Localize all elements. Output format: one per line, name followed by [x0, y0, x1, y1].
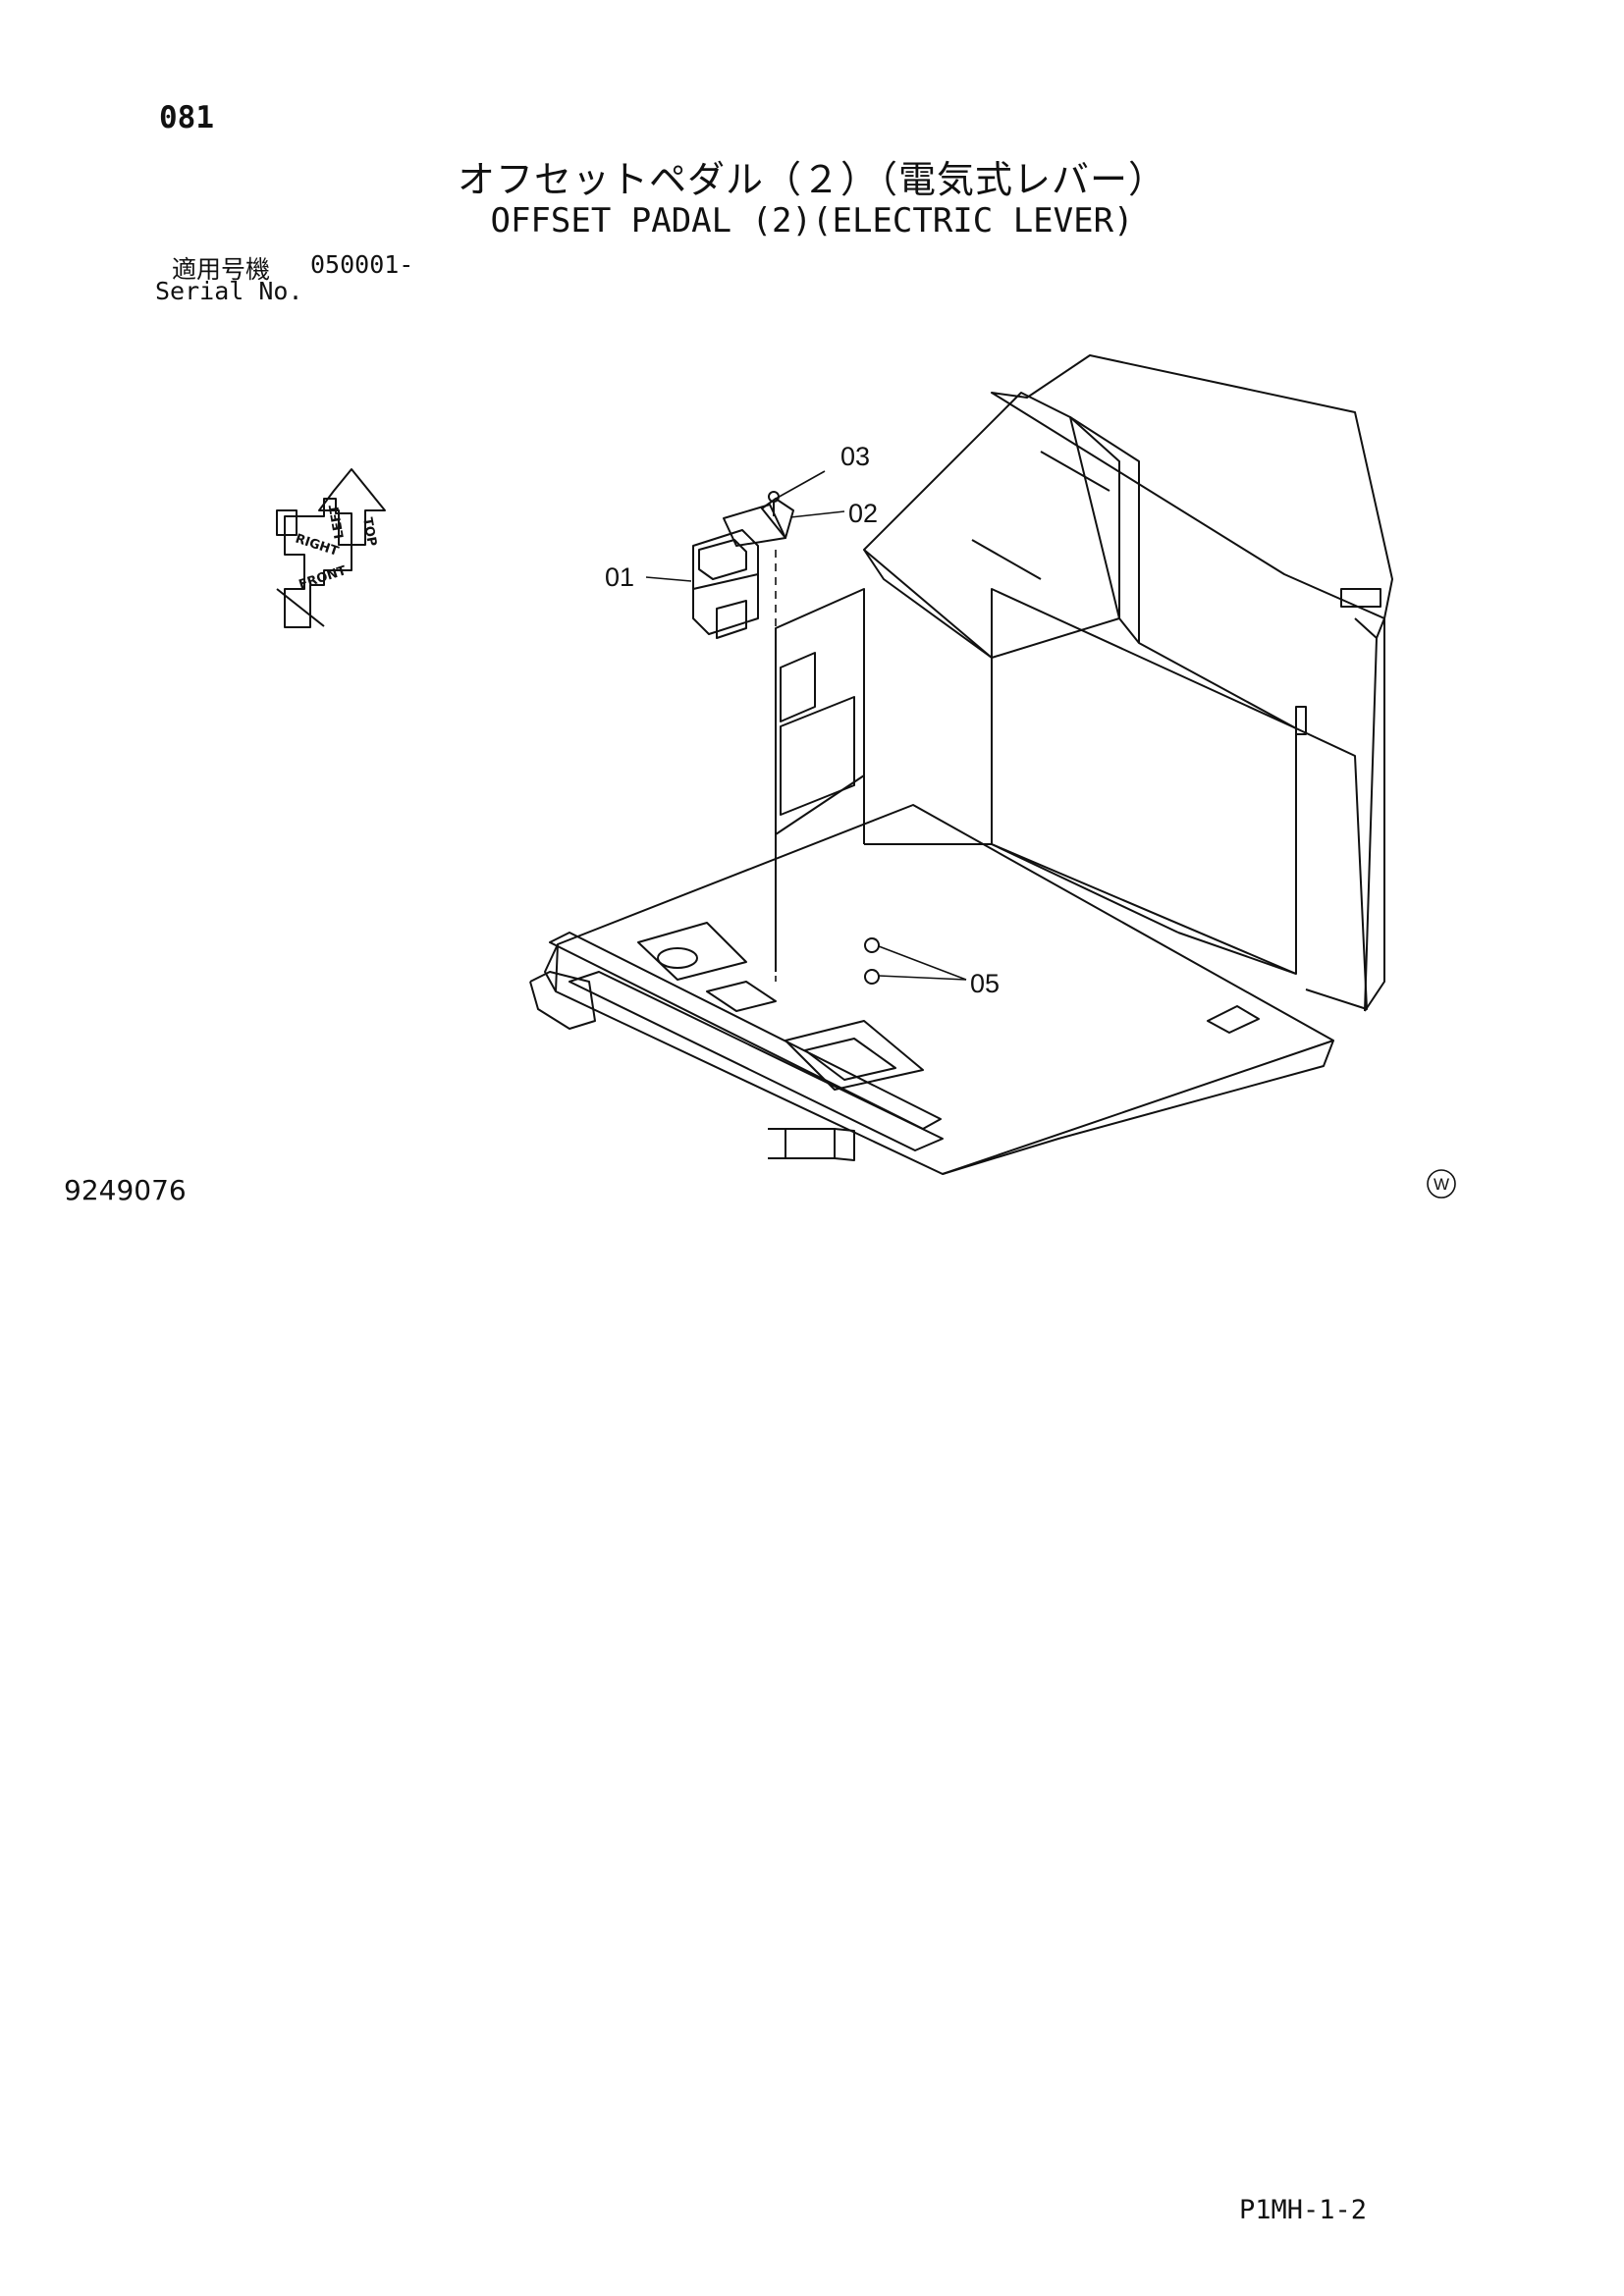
serial-label-japanese: 適用号機: [172, 255, 271, 284]
page-number: 081: [159, 100, 214, 135]
exploded-parts-diagram: TOP LEFT RIGHT FRONT: [276, 354, 1393, 1175]
callout-05: 05: [970, 969, 1000, 998]
callout-02: 02: [848, 499, 878, 528]
drawing-number: 9249076: [64, 1174, 187, 1206]
orientation-indicator-icon: TOP LEFT RIGHT FRONT: [276, 468, 386, 628]
serial-label-english: Serial No.: [155, 277, 303, 305]
part-05-nuts: [864, 937, 880, 985]
orientation-label-left: LEFT: [327, 504, 348, 540]
callout-01: 01: [605, 562, 634, 592]
callout-03: 03: [840, 442, 870, 471]
orientation-label-top: TOP: [359, 516, 379, 548]
part-01-switch: [692, 529, 759, 639]
circled-w-mark-icon: W: [1427, 1169, 1456, 1199]
part-02-plate: [723, 498, 794, 547]
cab-floor-frame: [529, 354, 1393, 1175]
page-title-english: OFFSET PADAL (2)(ELECTRIC LEVER): [490, 201, 1134, 240]
page-title-japanese: オフセットペダル（２）（電気式レバー）: [457, 158, 1166, 201]
callout-leaders: [645, 470, 967, 982]
watermark-letter: W: [1434, 1175, 1449, 1194]
page-code: P1MH-1-2: [1239, 2195, 1368, 2225]
serial-number-value: 050001-: [310, 250, 414, 279]
